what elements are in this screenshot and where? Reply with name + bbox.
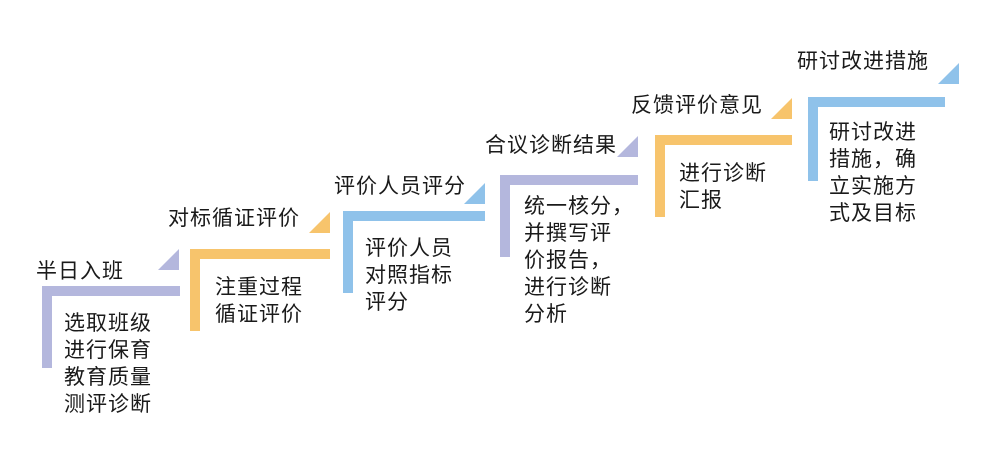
step-4-vertical-bar — [500, 175, 510, 257]
step-5-body: 进行诊断 汇报 — [679, 161, 767, 212]
step-4-body: 统一核分， 并撰写评 价报告， 进行诊断 分析 — [524, 194, 634, 326]
step-2-horizontal-bar — [190, 249, 330, 259]
step-6-arrow-tip — [938, 63, 959, 84]
step-5-title: 反馈评价意见 — [631, 93, 763, 117]
step-6-vertical-bar — [808, 97, 818, 181]
step-2-arrow-tip — [309, 212, 330, 233]
step-2-body: 注重过程 循证评价 — [215, 275, 303, 326]
step-6-body: 研讨改进 措施，确 立实施方 式及目标 — [829, 120, 917, 225]
step-3-arrow-tip — [464, 183, 485, 204]
step-5-vertical-bar — [655, 135, 665, 217]
step-1-horizontal-bar — [42, 286, 180, 296]
step-6-horizontal-bar — [808, 97, 945, 107]
step-6-title: 研讨改进措施 — [797, 49, 929, 73]
step-2-title: 对标循证评价 — [168, 206, 300, 230]
step-3-body: 评价人员 对照指标 评分 — [365, 236, 453, 314]
step-3-title: 评价人员评分 — [334, 174, 466, 198]
step-3-vertical-bar — [343, 211, 353, 293]
step-4-horizontal-bar — [500, 175, 638, 185]
step-5-arrow-tip — [771, 98, 792, 119]
step-2-vertical-bar — [190, 249, 200, 331]
step-4-title: 合议诊断结果 — [485, 133, 617, 157]
step-1-arrow-tip — [158, 249, 179, 270]
step-1-vertical-bar — [42, 286, 52, 368]
step-5-horizontal-bar — [655, 135, 792, 145]
step-1-body: 选取班级 进行保育 教育质量 测评诊断 — [64, 311, 152, 416]
step-4-arrow-tip — [617, 136, 638, 157]
step-3-horizontal-bar — [343, 211, 485, 221]
step-1-title: 半日入班 — [36, 259, 124, 283]
